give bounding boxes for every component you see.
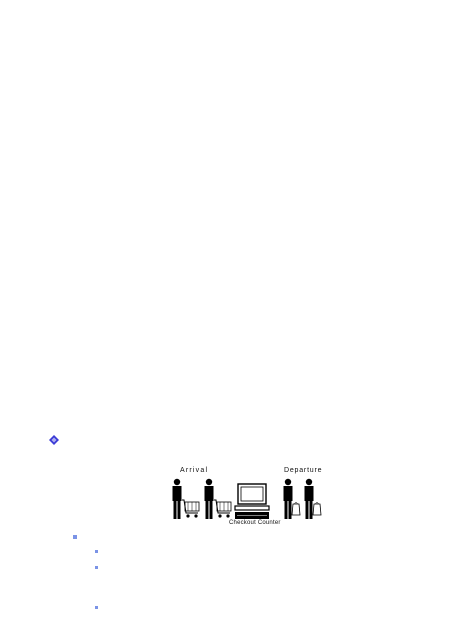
departure-label: Departure (284, 467, 323, 474)
square-bullet-icon (95, 566, 98, 569)
square-bullet-icon (73, 535, 77, 539)
arrival-label: Arrival (180, 467, 209, 474)
queue-diagram (172, 478, 322, 519)
square-bullet-icon (95, 606, 98, 609)
shopping-bag-icon (291, 502, 301, 516)
shopping-bag-icon (312, 502, 322, 516)
shopping-cart-icon (214, 499, 232, 518)
diamond-bullet-icon (49, 435, 59, 445)
departing-customer-icon (304, 478, 314, 519)
departing-customer-icon (283, 478, 293, 519)
square-bullet-icon (95, 550, 98, 553)
arriving-customer-icon (204, 478, 214, 519)
shopping-cart-icon (182, 499, 200, 518)
checkout-counter-label: Checkout Counter (229, 520, 281, 526)
cash-register-icon (234, 483, 270, 519)
arriving-customer-icon (172, 478, 182, 519)
